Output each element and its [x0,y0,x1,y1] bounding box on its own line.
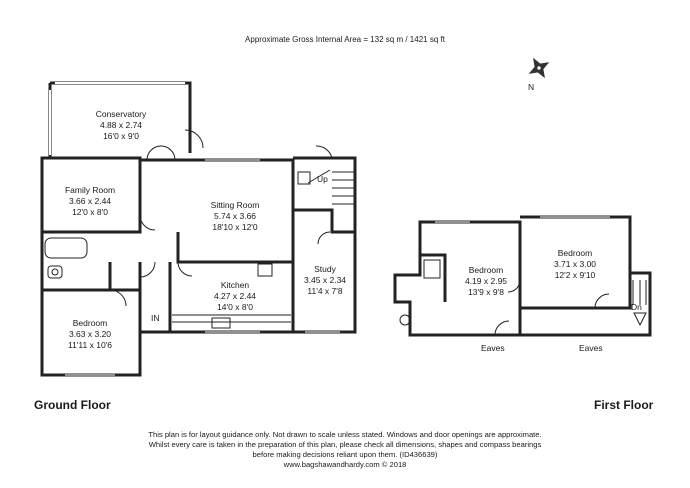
room-imperial: 12'0 x 8'0 [72,207,108,217]
first-floor-title: First Floor [594,398,654,412]
disclaimer-line-1: This plan is for layout guidance only. N… [148,430,542,439]
ground-floor-title: Ground Floor [34,398,111,412]
room-conservatory: Conservatory 4.88 x 2.74 16'0 x 9'0 [96,109,147,142]
room-family-room: Family Room 3.66 x 2.44 12'0 x 8'0 [65,185,115,218]
room-metric: 3.45 x 2.34 [303,275,347,285]
room-sitting-room: Sitting Room 5.74 x 3.66 18'10 x 12'0 [211,200,260,233]
room-name: Study [314,264,336,274]
room-name: Bedroom [557,248,593,258]
gross-area-header: Approximate Gross Internal Area = 132 sq… [245,35,445,44]
room-first-bedroom-right: Bedroom 3.71 x 3.00 12'2 x 9'10 [554,248,596,281]
room-name: Bedroom [468,265,504,275]
stairs-down-label: Dn [631,302,642,312]
first-floor-bathroom [420,253,447,302]
ground-bedroom-walls [40,288,142,377]
website-copyright: www.bagshawandhardy.com © 2018 [283,460,407,469]
entrance-label: IN [151,313,160,323]
room-first-bedroom-left: Bedroom 4.19 x 2.95 13'9 x 9'8 [465,265,507,298]
room-metric: 4.19 x 2.95 [464,276,508,286]
room-imperial: 11'4 x 7'8 [307,286,343,296]
room-imperial: 18'10 x 12'0 [212,222,258,232]
first-floor-right-block [520,215,652,337]
eaves-label-right: Eaves [579,343,603,353]
room-study: Study 3.45 x 2.34 11'4 x 7'8 [304,264,346,297]
room-imperial: 13'9 x 9'8 [468,287,504,297]
disclaimer-line-3: before making decisions reliant upon the… [252,450,438,459]
stairs-up-label: Up [317,174,328,184]
room-metric: 4.27 x 2.44 [213,291,257,301]
room-name: Conservatory [95,109,147,119]
room-name: Sitting Room [210,200,260,210]
bathroom-walls [40,232,112,292]
room-metric: 5.74 x 3.66 [213,211,257,221]
first-floor-landing [520,273,632,310]
stairs-walls [293,208,355,234]
room-imperial: 16'0 x 9'0 [103,131,139,141]
room-ground-bedroom: Bedroom 3.63 x 3.20 11'11 x 10'6 [68,318,112,351]
room-metric: 3.71 x 3.00 [553,259,597,269]
room-imperial: 14'0 x 8'0 [217,302,253,312]
room-metric: 3.63 x 3.20 [68,329,112,339]
room-kitchen: Kitchen 4.27 x 2.44 14'0 x 8'0 [214,280,256,313]
room-name: Family Room [64,185,116,195]
room-metric: 3.66 x 2.44 [68,196,112,206]
compass-rose-icon [528,57,550,79]
hall-walls [138,262,170,334]
first-floor-left-block [393,220,522,337]
room-name: Kitchen [220,280,250,290]
room-name: Bedroom [72,318,108,328]
north-label: N [528,82,535,92]
disclaimer-line-2: Whilst every care is taken in the prepar… [148,440,542,449]
room-imperial: 11'11 x 10'6 [67,340,113,350]
room-metric: 4.88 x 2.74 [99,120,143,130]
family-room-walls [40,156,142,234]
room-imperial: 12'2 x 9'10 [554,270,596,280]
eaves-label-left: Eaves [481,343,505,353]
